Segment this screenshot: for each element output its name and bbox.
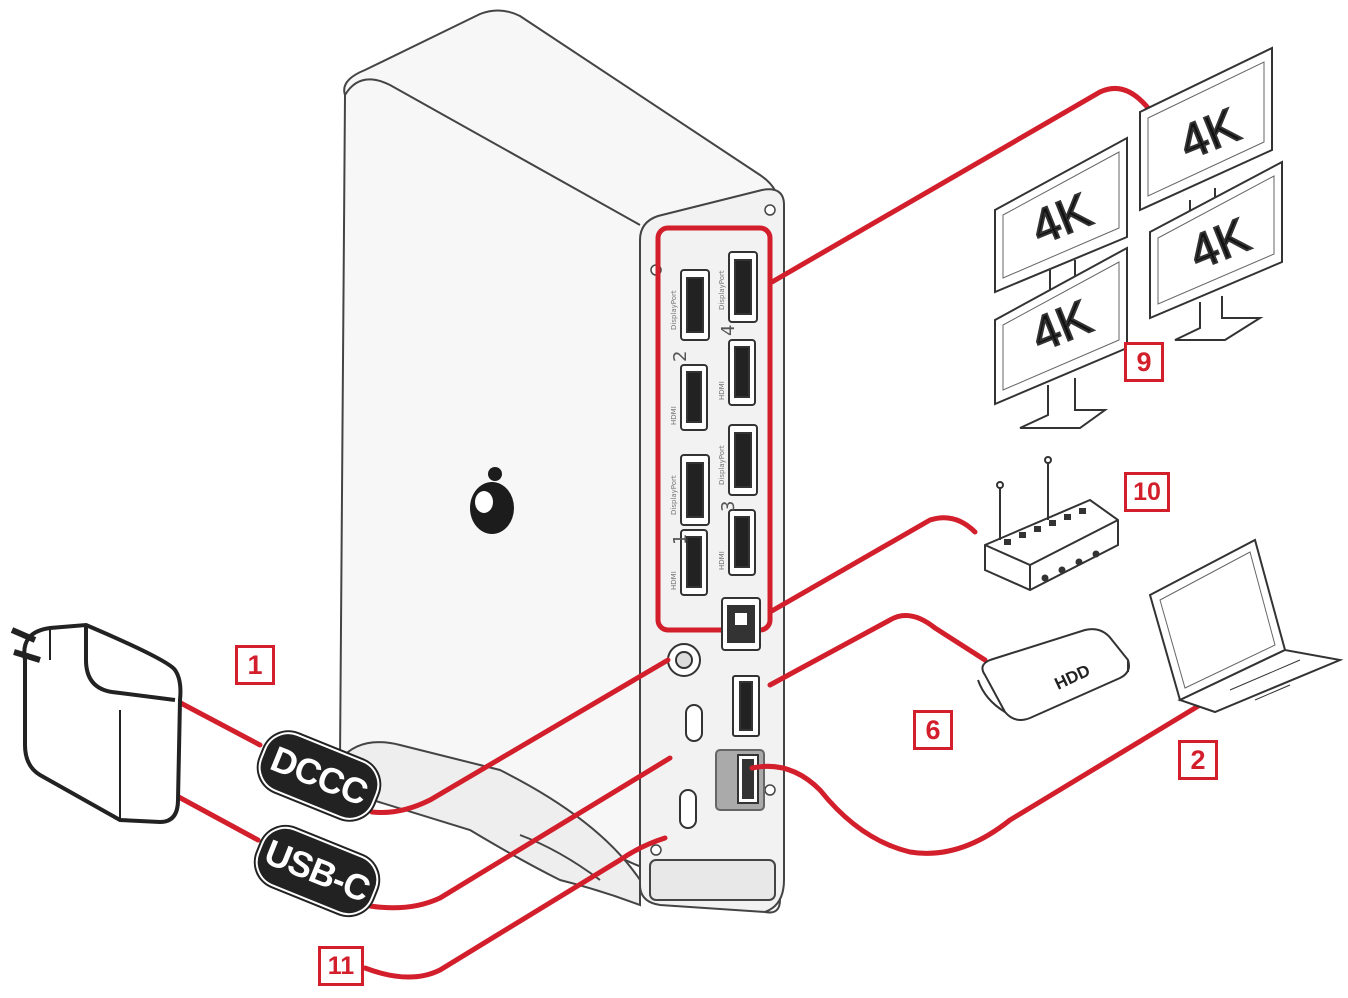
cable-monitors [769, 86, 1151, 285]
monitors: 4K 4K 4K 4K [994, 46, 1283, 429]
usb-c-port [679, 789, 697, 829]
cables [172, 86, 1203, 980]
port-number-2: 2 [670, 351, 691, 362]
port-number-3: 3 [718, 501, 739, 512]
monitor-4 [994, 246, 1128, 429]
displayport-ports [680, 251, 758, 526]
lower-ports [667, 597, 765, 829]
port-label-hdmi-1: HDMI [670, 571, 678, 590]
usb-c-host-port [685, 704, 703, 742]
port-label-hdmi-3: HDMI [718, 551, 726, 570]
callout-9: 9 [1124, 342, 1164, 382]
port-label-dp-3: DisplayPort [718, 445, 726, 485]
port-label-hdmi-2: HDMI [670, 406, 678, 425]
router [984, 456, 1119, 592]
port-label-hdmi-4: HDMI [718, 381, 726, 400]
hdd [977, 628, 1130, 721]
video-ports-highlight [655, 225, 773, 633]
port-label-dp-4: DisplayPort [718, 270, 726, 310]
cable-laptop [749, 702, 1203, 856]
hdmi-ports [680, 339, 756, 596]
port-label-dp-2: DisplayPort [670, 290, 678, 330]
port-label-dp-1: DisplayPort [670, 475, 678, 515]
cable-hdd [767, 613, 988, 688]
monitor-2 [994, 136, 1128, 294]
callout-11: 11 [318, 946, 364, 986]
port-number-1: 1 [670, 534, 691, 545]
callout-6: 6 [913, 710, 953, 750]
cable-router [767, 515, 978, 615]
cable-dccc [369, 657, 671, 815]
brand-logo-icon [470, 467, 514, 534]
callout-10: 10 [1124, 472, 1170, 512]
callout-2: 2 [1178, 740, 1218, 780]
cable-callout-11 [362, 835, 668, 980]
cable-charger-usbc [172, 792, 261, 843]
callout-1: 1 [235, 645, 275, 685]
port-number-4: 4 [718, 325, 739, 336]
cable-charger-dccc [172, 697, 263, 748]
power-adapter [10, 622, 183, 825]
port-numbers: 2 4 1 3 DisplayPort HDMI DisplayPort HDM… [670, 270, 739, 590]
monitor-1 [1139, 46, 1273, 216]
monitor-3 [1149, 160, 1283, 341]
cable-usbc [367, 755, 673, 911]
laptop [1148, 538, 1344, 714]
